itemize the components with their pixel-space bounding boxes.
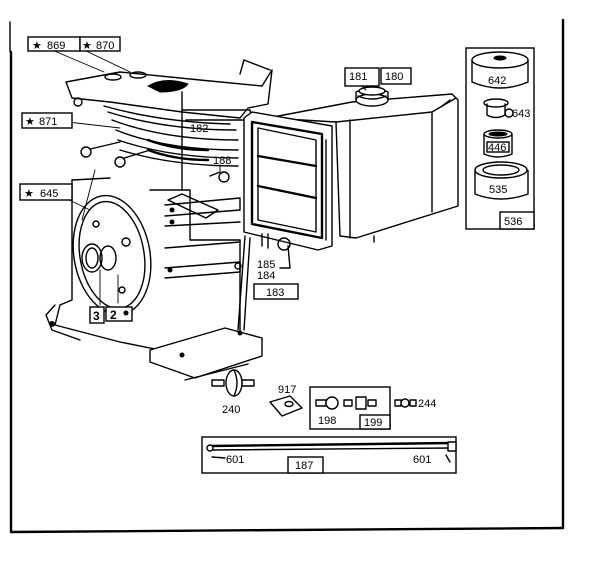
callout-198: 198 [318, 415, 336, 427]
callout-871: 871 [39, 116, 57, 128]
callout-184: 184 [257, 270, 275, 282]
precleaner-535 [474, 161, 529, 200]
callout-643: 643 [512, 108, 530, 120]
callout-446: 446 [488, 142, 506, 154]
callout-183: 183 [266, 287, 284, 299]
callout-187: 187 [295, 460, 313, 472]
air-cleaner-frame [237, 111, 333, 331]
callout-box-871 [21, 112, 73, 129]
star-icon: ★ [32, 40, 42, 52]
clip-917 [269, 395, 303, 417]
screw-188 [209, 164, 230, 183]
callout-869: 869 [47, 40, 65, 52]
callout-642: 642 [488, 75, 506, 87]
engine-block [45, 49, 273, 379]
callout-180: 180 [385, 71, 403, 83]
callout-601-right: 601 [413, 454, 431, 466]
fuel-tank-cap [355, 86, 389, 107]
wing-nut-643 [483, 98, 514, 119]
callout-188: 188 [213, 155, 231, 167]
callout-185: 185 [257, 259, 275, 271]
callout-917: 917 [278, 384, 296, 396]
filter-cover-642 [471, 51, 529, 89]
callout-181: 181 [349, 71, 367, 83]
callout-536: 536 [504, 216, 522, 228]
callout-535: 535 [489, 184, 507, 196]
callout-870: 870 [96, 40, 114, 52]
callout-244: 244 [418, 398, 436, 410]
callout-box-183 [253, 283, 299, 300]
air-filter-kit [465, 47, 535, 230]
star-icon: ★ [25, 116, 35, 128]
callout-box-645 [19, 183, 73, 201]
star-icon: ★ [82, 40, 92, 52]
diagram-frame [9, 18, 565, 534]
callout-box-181 [344, 67, 380, 87]
fuel-fittings-box [309, 386, 417, 430]
callout-240: 240 [222, 404, 240, 416]
fuel-filter-240 [184, 363, 255, 397]
fuel-line-187 [201, 436, 457, 474]
callout-182: 182 [190, 123, 208, 135]
callout-box-180 [380, 67, 412, 85]
callout-3: 3 [93, 309, 100, 323]
callout-601-left: 601 [226, 454, 244, 466]
filter-element-446 [483, 129, 513, 158]
callout-box-2 [105, 306, 133, 322]
callout-box-870 [79, 36, 121, 52]
star-icon: ★ [24, 188, 34, 200]
callout-box-3 [89, 306, 105, 324]
fuel-tank [267, 83, 459, 243]
callout-2: 2 [110, 308, 117, 322]
callout-199: 199 [364, 417, 382, 429]
callout-645: 645 [40, 188, 58, 200]
